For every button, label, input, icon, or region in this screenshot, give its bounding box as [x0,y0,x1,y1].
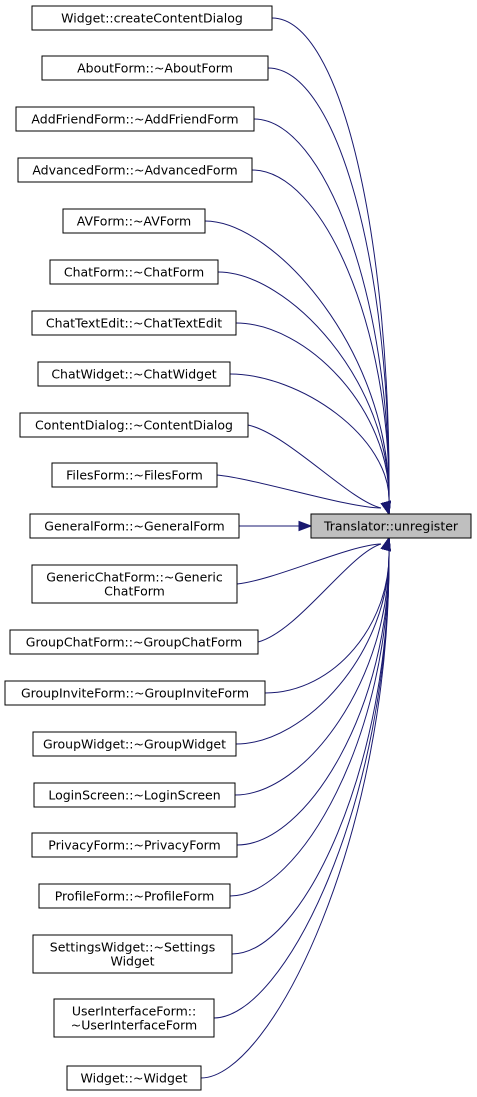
call-edge-addfriendform-dtor [253,118,390,503]
caller-node-box [29,513,240,539]
caller-node-widget-createcontentdialog[interactable]: Widget::createContentDialog [31,5,273,31]
caller-node-widget-dtor[interactable]: Widget::~Widget [66,1065,202,1091]
call-edge-groupwidget-dtor [235,549,390,745]
caller-node-genericchatform-dtor[interactable]: GenericChatForm::~GenericChatForm [31,564,238,604]
caller-node-addfriendform-dtor[interactable]: AddFriendForm::~AddFriendForm [15,106,255,132]
caller-node-groupinviteform-dtor-label-line: GroupInviteForm::~GroupInviteForm [21,686,249,701]
caller-node-filesform-dtor-label-line: FilesForm::~FilesForm [66,468,203,483]
call-edge-aboutform-dtor [267,67,390,503]
arrowhead-widget-dtor [380,536,391,552]
caller-node-box [15,106,255,132]
caller-node-box [51,462,218,488]
caller-node-box [49,259,219,285]
caller-node-avform-dtor-label-line: AVForm::~AVForm [77,214,191,229]
caller-node-generalform-dtor[interactable]: GeneralForm::~GeneralForm [29,513,240,539]
caller-node-genericchatform-dtor-label-line: GenericChatForm::~Generic [46,570,223,585]
caller-node-groupinviteform-dtor[interactable]: GroupInviteForm::~GroupInviteForm [4,680,266,706]
target-node[interactable]: Translator::unregister [310,513,472,539]
call-edge-widget-dtor [200,549,390,1079]
caller-node-userinterfaceform-dtor-label-line: ~UserInterfaceForm [71,1018,197,1033]
call-edge-chatwidget-dtor [229,373,390,503]
call-edge-profileform-dtor [229,549,390,897]
caller-node-groupchatform-dtor[interactable]: GroupChatForm::~GroupChatForm [9,629,259,655]
caller-node-settingswidget-dtor-label-line: Widget [110,954,154,969]
call-edge-chatform-dtor [217,271,390,503]
caller-node-box [9,629,259,655]
caller-node-advancedform-dtor[interactable]: AdvancedForm::~AdvancedForm [17,157,253,183]
caller-node-box [19,412,249,438]
call-edge-groupinviteform-dtor [264,549,390,694]
caller-node-box [37,361,231,387]
caller-node-addfriendform-dtor-label-line: AddFriendForm::~AddFriendForm [31,112,238,127]
caller-node-avform-dtor[interactable]: AVForm::~AVForm [62,208,206,234]
caller-node-box [32,934,233,974]
caller-node-box [66,1065,202,1091]
caller-node-box [4,680,266,706]
caller-node-box [31,564,238,604]
caller-node-chatform-dtor-label-line: ChatForm::~ChatForm [64,265,204,280]
caller-node-box [31,832,238,858]
call-edge-filesform-dtor [216,474,382,509]
arrowhead-generalform-dtor [298,520,313,532]
caller-node-genericchatform-dtor-label-line: ChatForm [104,584,165,599]
arrowhead-filesform-dtor [380,500,391,516]
call-edge-widget-createcontentdialog [271,17,390,503]
target-node-box [310,513,472,539]
caller-node-contentdialog-dtor[interactable]: ContentDialog::~ContentDialog [19,412,249,438]
caller-node-privacyform-dtor-label-line: PrivacyForm::~PrivacyForm [48,838,220,853]
call-edge-chattextedit-dtor [235,322,390,503]
caller-node-chattextedit-dtor[interactable]: ChatTextEdit::~ChatTextEdit [31,310,237,336]
caller-node-chattextedit-dtor-label-line: ChatTextEdit::~ChatTextEdit [46,316,222,331]
caller-node-box [41,55,269,81]
caller-node-loginscreen-dtor[interactable]: LoginScreen::~LoginScreen [33,782,236,808]
call-edge-avform-dtor [204,220,390,503]
call-edge-contentdialog-dtor [247,424,382,509]
caller-node-userinterfaceform-dtor-label-line: UserInterfaceForm:: [72,1004,196,1019]
caller-node-profileform-dtor[interactable]: ProfileForm::~ProfileForm [38,883,231,909]
caller-node-box [33,782,236,808]
caller-node-box [38,883,231,909]
caller-node-settingswidget-dtor[interactable]: SettingsWidget::~SettingsWidget [32,934,233,974]
caller-node-box [31,310,237,336]
call-edge-loginscreen-dtor [234,549,390,796]
target-node-label-line: Translator::unregister [323,519,459,534]
call-edges [200,17,391,1079]
caller-node-groupchatform-dtor-label-line: GroupChatForm::~GroupChatForm [26,635,242,650]
call-edge-groupchatform-dtor [257,543,382,643]
caller-node-chatwidget-dtor-label-line: ChatWidget::~ChatWidget [51,367,216,382]
caller-node-chatwidget-dtor[interactable]: ChatWidget::~ChatWidget [37,361,231,387]
caller-node-contentdialog-dtor-label-line: ContentDialog::~ContentDialog [35,418,233,433]
call-edge-advancedform-dtor [251,169,390,503]
caller-nodes: Widget::createContentDialogAboutForm::~A… [4,5,273,1091]
caller-node-box [31,5,273,31]
caller-node-aboutform-dtor-label-line: AboutForm::~AboutForm [77,61,233,76]
caller-node-advancedform-dtor-label-line: AdvancedForm::~AdvancedForm [32,163,237,178]
call-edge-genericchatform-dtor [236,543,382,585]
caller-node-privacyform-dtor[interactable]: PrivacyForm::~PrivacyForm [31,832,238,858]
caller-node-groupwidget-dtor-label-line: GroupWidget::~GroupWidget [43,737,226,752]
caller-node-profileform-dtor-label-line: ProfileForm::~ProfileForm [55,889,215,904]
caller-node-groupwidget-dtor[interactable]: GroupWidget::~GroupWidget [32,731,237,757]
caller-node-generalform-dtor-label-line: GeneralForm::~GeneralForm [44,519,224,534]
caller-node-box [17,157,253,183]
call-edge-userinterfaceform-dtor [213,549,390,1019]
caller-node-widget-createcontentdialog-label-line: Widget::createContentDialog [61,11,243,26]
call-edge-settingswidget-dtor [231,549,390,955]
caller-node-box [32,731,237,757]
caller-node-userinterfaceform-dtor[interactable]: UserInterfaceForm::~UserInterfaceForm [53,998,215,1038]
caller-node-chatform-dtor[interactable]: ChatForm::~ChatForm [49,259,219,285]
caller-node-filesform-dtor[interactable]: FilesForm::~FilesForm [51,462,218,488]
caller-node-loginscreen-dtor-label-line: LoginScreen::~LoginScreen [48,788,220,803]
caller-node-settingswidget-dtor-label-line: SettingsWidget::~Settings [50,940,215,955]
caller-node-widget-dtor-label-line: Widget::~Widget [81,1071,188,1086]
call-edge-privacyform-dtor [236,549,390,846]
caller-node-box [62,208,206,234]
caller-node-aboutform-dtor[interactable]: AboutForm::~AboutForm [41,55,269,81]
caller-node-box [53,998,215,1038]
